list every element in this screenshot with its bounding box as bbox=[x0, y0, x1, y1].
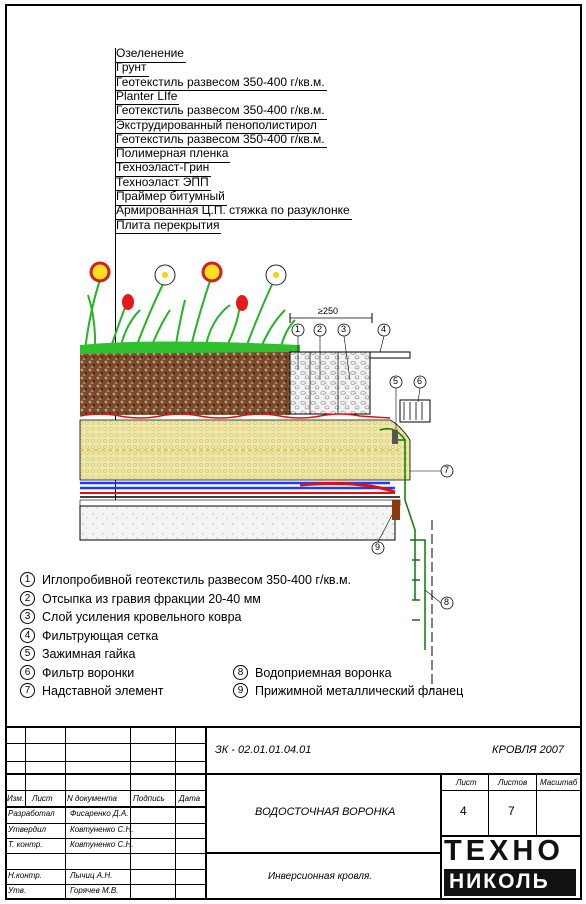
layer-label: Армированная Ц.П. стяжка по разуклонке bbox=[116, 203, 352, 220]
header-sheets: Листов bbox=[498, 778, 528, 787]
callout-number: 8 bbox=[444, 597, 450, 607]
legend-number: 2 bbox=[20, 591, 35, 606]
layer-label: Геотекстиль развесом 350-400 г/кв.м. bbox=[116, 103, 327, 120]
legend-text: Водоприемная воронка bbox=[255, 665, 392, 680]
legend-text: Слой усиления кровельного ковра bbox=[42, 609, 242, 624]
signature-role: Т. контр. bbox=[8, 840, 43, 849]
legend-item: 8 Водоприемная воронка bbox=[233, 665, 392, 680]
layer-label: Геотекстиль развесом 350-400 г/кв.м. bbox=[116, 132, 327, 149]
layer-label: Полимерная пленка bbox=[116, 146, 231, 163]
layer-label: Техноэласт ЭПП bbox=[116, 175, 211, 192]
legend-item: 7 Надставной элемент bbox=[20, 683, 164, 698]
layer-label: Геотекстиль развесом 350-400 г/кв.м. bbox=[116, 75, 327, 92]
layer-label: Плита перекрытия bbox=[116, 218, 222, 235]
signature-role: Утвердил bbox=[8, 825, 47, 834]
legend-number: 3 bbox=[20, 609, 35, 624]
signature-name: Фисаренко Д.А. bbox=[70, 809, 129, 818]
callout-number: 1 bbox=[295, 324, 301, 334]
header-ndoc: N документа bbox=[67, 794, 118, 803]
layer-label: Грунт bbox=[116, 60, 149, 77]
sheet-frame bbox=[5, 4, 582, 900]
signature-role: Утв. bbox=[8, 886, 27, 895]
signature-name: Горячев М.В. bbox=[70, 886, 119, 895]
legend-text: Отсыпка из гравия фракции 20-40 мм bbox=[42, 591, 261, 606]
vegetation-layer bbox=[80, 261, 300, 354]
logo-bottom-bar bbox=[444, 869, 576, 896]
legend-number: 7 bbox=[20, 683, 35, 698]
layer-label: Праймер битумный bbox=[116, 189, 227, 206]
signature-name: Ковтуненко С.Н. bbox=[70, 840, 134, 849]
drawing-subtitle: Инверсионная кровля. bbox=[268, 871, 373, 882]
layer-label: Техноэласт-Грин bbox=[116, 160, 212, 177]
layer-label: Экструдированный пенополистирол bbox=[116, 118, 319, 134]
callout-number: 3 bbox=[341, 324, 347, 334]
legend-number: 8 bbox=[233, 665, 248, 680]
dimension-label: ≥250 bbox=[318, 306, 338, 316]
layer-label: Planter LIfe bbox=[116, 89, 180, 106]
legend-item: 1 Иглопробивной геотекстиль развесом 350-… bbox=[20, 572, 351, 587]
legend-text: Фильтрующая сетка bbox=[42, 628, 159, 643]
callout-number: 5 bbox=[393, 376, 399, 386]
sheet-number: 4 bbox=[460, 804, 467, 818]
slab-layer bbox=[79, 505, 396, 541]
legend-item: 4 Фильтрующая сетка bbox=[20, 628, 158, 643]
legend-item: 2 Отсыпка из гравия фракции 20-40 мм bbox=[20, 591, 261, 606]
soil-layer bbox=[80, 352, 290, 415]
legend-number: 6 bbox=[20, 665, 35, 680]
legend-item: 6 Фильтр воронки bbox=[20, 665, 134, 680]
legend-text: Фильтр воронки bbox=[42, 665, 135, 680]
legend-number: 9 bbox=[233, 683, 248, 698]
drawing-title: ВОДОСТОЧНАЯ ВОРОНКА bbox=[255, 806, 396, 818]
signature-name: Лычиц А.Н. bbox=[70, 871, 113, 880]
logo-top: ТЕХНО bbox=[444, 835, 564, 867]
legend-item: 9 Прижимной металлический фланец bbox=[233, 683, 463, 698]
legend-number: 1 bbox=[20, 572, 35, 587]
layer-leader-line bbox=[115, 48, 116, 518]
callout-number: 2 bbox=[317, 324, 323, 334]
screed-layer bbox=[79, 499, 401, 507]
header-podpis: Подпись bbox=[133, 794, 165, 803]
header-list: Лист bbox=[32, 794, 53, 803]
callout-number: 7 bbox=[444, 465, 450, 475]
drawing-code: ЗК - 02.01.01.04.01 bbox=[215, 744, 312, 756]
series-label: КРОВЛЯ 2007 bbox=[492, 744, 565, 756]
legend-text: Надставной элемент bbox=[42, 683, 164, 698]
membrane-layers bbox=[80, 481, 400, 498]
header-izm: Изм. bbox=[7, 794, 25, 803]
flower-icon bbox=[89, 261, 287, 311]
callout-number: 6 bbox=[417, 376, 423, 386]
legend-number: 4 bbox=[20, 628, 35, 643]
legend-text: Иглопробивной геотекстиль развесом 350-4… bbox=[42, 572, 352, 587]
sheets-total: 7 bbox=[508, 804, 515, 818]
header-sheet: Лист bbox=[456, 778, 477, 787]
signature-role: Разработал bbox=[8, 809, 55, 818]
legend-item: 5 Зажимная гайка bbox=[20, 646, 135, 661]
legend-text: Прижимной металлический фланец bbox=[255, 683, 464, 698]
legend-item: 3 Слой усиления кровельного ковра bbox=[20, 609, 241, 624]
callout-number: 9 bbox=[375, 542, 381, 552]
legend-text: Зажимная гайка bbox=[42, 646, 136, 661]
signature-name: Ковтуненко С.Н. bbox=[70, 825, 134, 834]
gravel-zone bbox=[289, 351, 371, 415]
header-scale: Масштаб bbox=[540, 778, 578, 787]
layer-label: Озеленение bbox=[116, 46, 186, 63]
signature-role: Н.контр. bbox=[8, 871, 42, 880]
logo-bottom: НИКОЛЬ bbox=[449, 870, 550, 893]
legend-number: 5 bbox=[20, 646, 35, 661]
header-data: Дата bbox=[179, 794, 201, 803]
callout-number: 4 bbox=[381, 324, 387, 334]
